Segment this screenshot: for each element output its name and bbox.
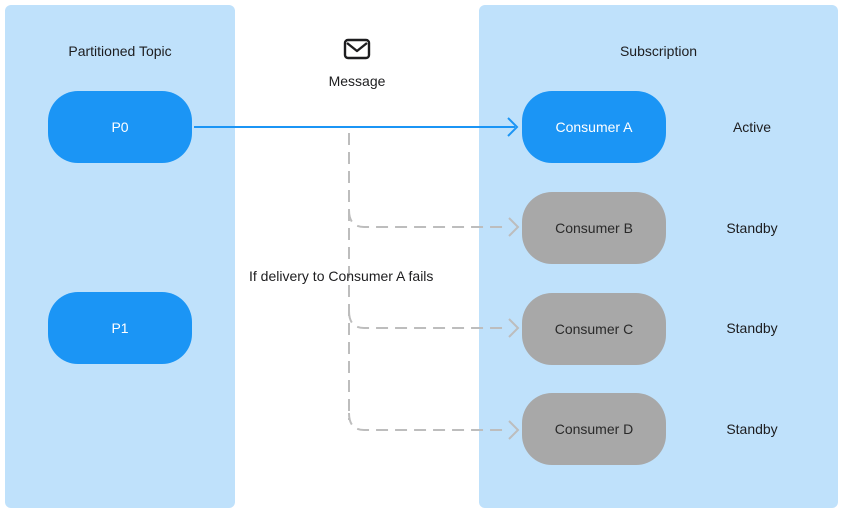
failover-branch-c bbox=[348, 310, 509, 329]
failover-arrow-b bbox=[508, 217, 520, 237]
failover-branch-d bbox=[348, 412, 509, 431]
consumer-c: Consumer C bbox=[522, 293, 666, 365]
failover-branch-b bbox=[348, 209, 509, 228]
status-consumer-a: Active bbox=[732, 119, 772, 135]
topic-title: Partitioned Topic bbox=[68, 43, 172, 59]
subscription-title: Subscription bbox=[619, 43, 698, 59]
failover-arrow-c bbox=[508, 318, 520, 338]
envelope-icon bbox=[343, 38, 371, 60]
partition-p1: P1 bbox=[48, 292, 192, 364]
status-consumer-d: Standby bbox=[726, 421, 778, 437]
consumer-d: Consumer D bbox=[522, 393, 666, 465]
consumer-b: Consumer B bbox=[522, 192, 666, 264]
failover-arrow-d bbox=[508, 420, 520, 440]
topic-panel: Partitioned Topic bbox=[5, 5, 235, 508]
status-consumer-b: Standby bbox=[726, 220, 778, 236]
message-label: Message bbox=[328, 73, 386, 89]
status-consumer-c: Standby bbox=[726, 320, 778, 336]
message-arrow-head bbox=[507, 117, 519, 137]
partition-p0: P0 bbox=[48, 91, 192, 163]
failover-label: If delivery to Consumer A fails bbox=[249, 268, 434, 284]
consumer-a: Consumer A bbox=[522, 91, 666, 163]
